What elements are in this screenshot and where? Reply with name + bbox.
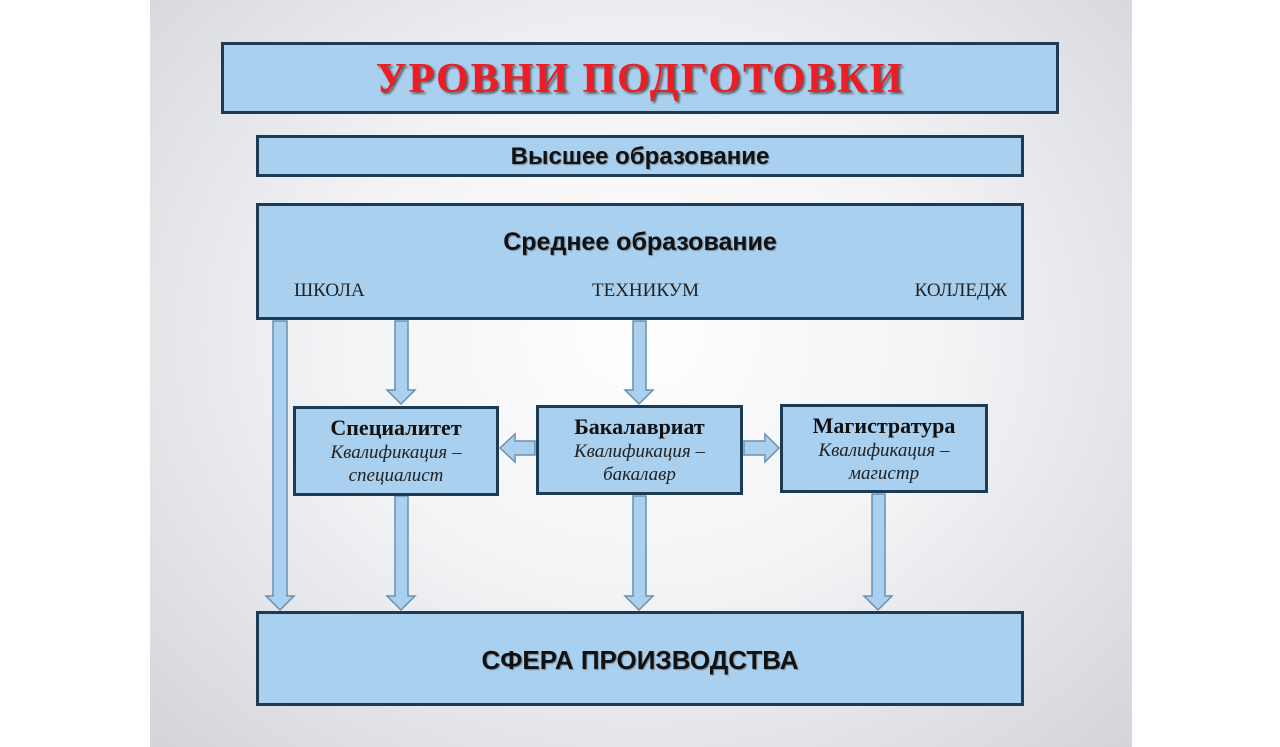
arrow-secondary-to-production [264, 320, 296, 612]
institution-technikum: ТЕХНИКУМ [592, 280, 700, 301]
specialist-title: Специалитет [330, 415, 462, 440]
master-box: Магистратура Квалификация – магистр [780, 404, 988, 493]
production-sphere-label: СФЕРА ПРОИЗВОДСТВА [481, 645, 799, 675]
arrow-bachelor-to-production [623, 495, 655, 612]
specialist-qualification-line1: Квалификация – [330, 442, 462, 463]
title-box: УРОВНИ ПОДГОТОВКИ [221, 42, 1059, 114]
institution-school: ШКОЛА [294, 280, 365, 301]
master-title: Магистратура [812, 413, 956, 438]
higher-education-box: Высшее образование [256, 135, 1024, 177]
arrow-bachelor-to-master [743, 432, 781, 464]
arrow-bachelor-to-specialist [498, 432, 536, 464]
secondary-education-label: Среднее образование [503, 228, 777, 256]
bachelor-box: Бакалавриат Квалификация – бакалавр [536, 405, 743, 495]
master-qualification-line2: магистр [848, 463, 920, 484]
bachelor-qualification-line2: бакалавр [603, 464, 676, 485]
specialist-qualification-line2: специалист [348, 465, 444, 486]
arrow-school-to-specialist [385, 320, 417, 406]
higher-education-label: Высшее образование [510, 143, 770, 170]
arrow-technikum-to-bachelor [623, 320, 655, 406]
bachelor-title: Бакалавриат [574, 414, 705, 439]
secondary-education-box: Среднее образование ШКОЛА ТЕХНИКУМ КОЛЛЕ… [256, 203, 1024, 320]
arrow-specialist-to-production [385, 495, 417, 612]
diagram-title: УРОВНИ ПОДГОТОВКИ [375, 56, 905, 102]
institution-college: КОЛЛЕДЖ [914, 280, 1007, 301]
master-qualification-line1: Квалификация – [818, 440, 950, 461]
specialist-box: Специалитет Квалификация – специалист [293, 406, 499, 496]
arrow-master-to-production [862, 493, 894, 612]
production-sphere-box: СФЕРА ПРОИЗВОДСТВА [256, 611, 1024, 706]
bachelor-qualification-line1: Квалификация – [573, 441, 705, 462]
